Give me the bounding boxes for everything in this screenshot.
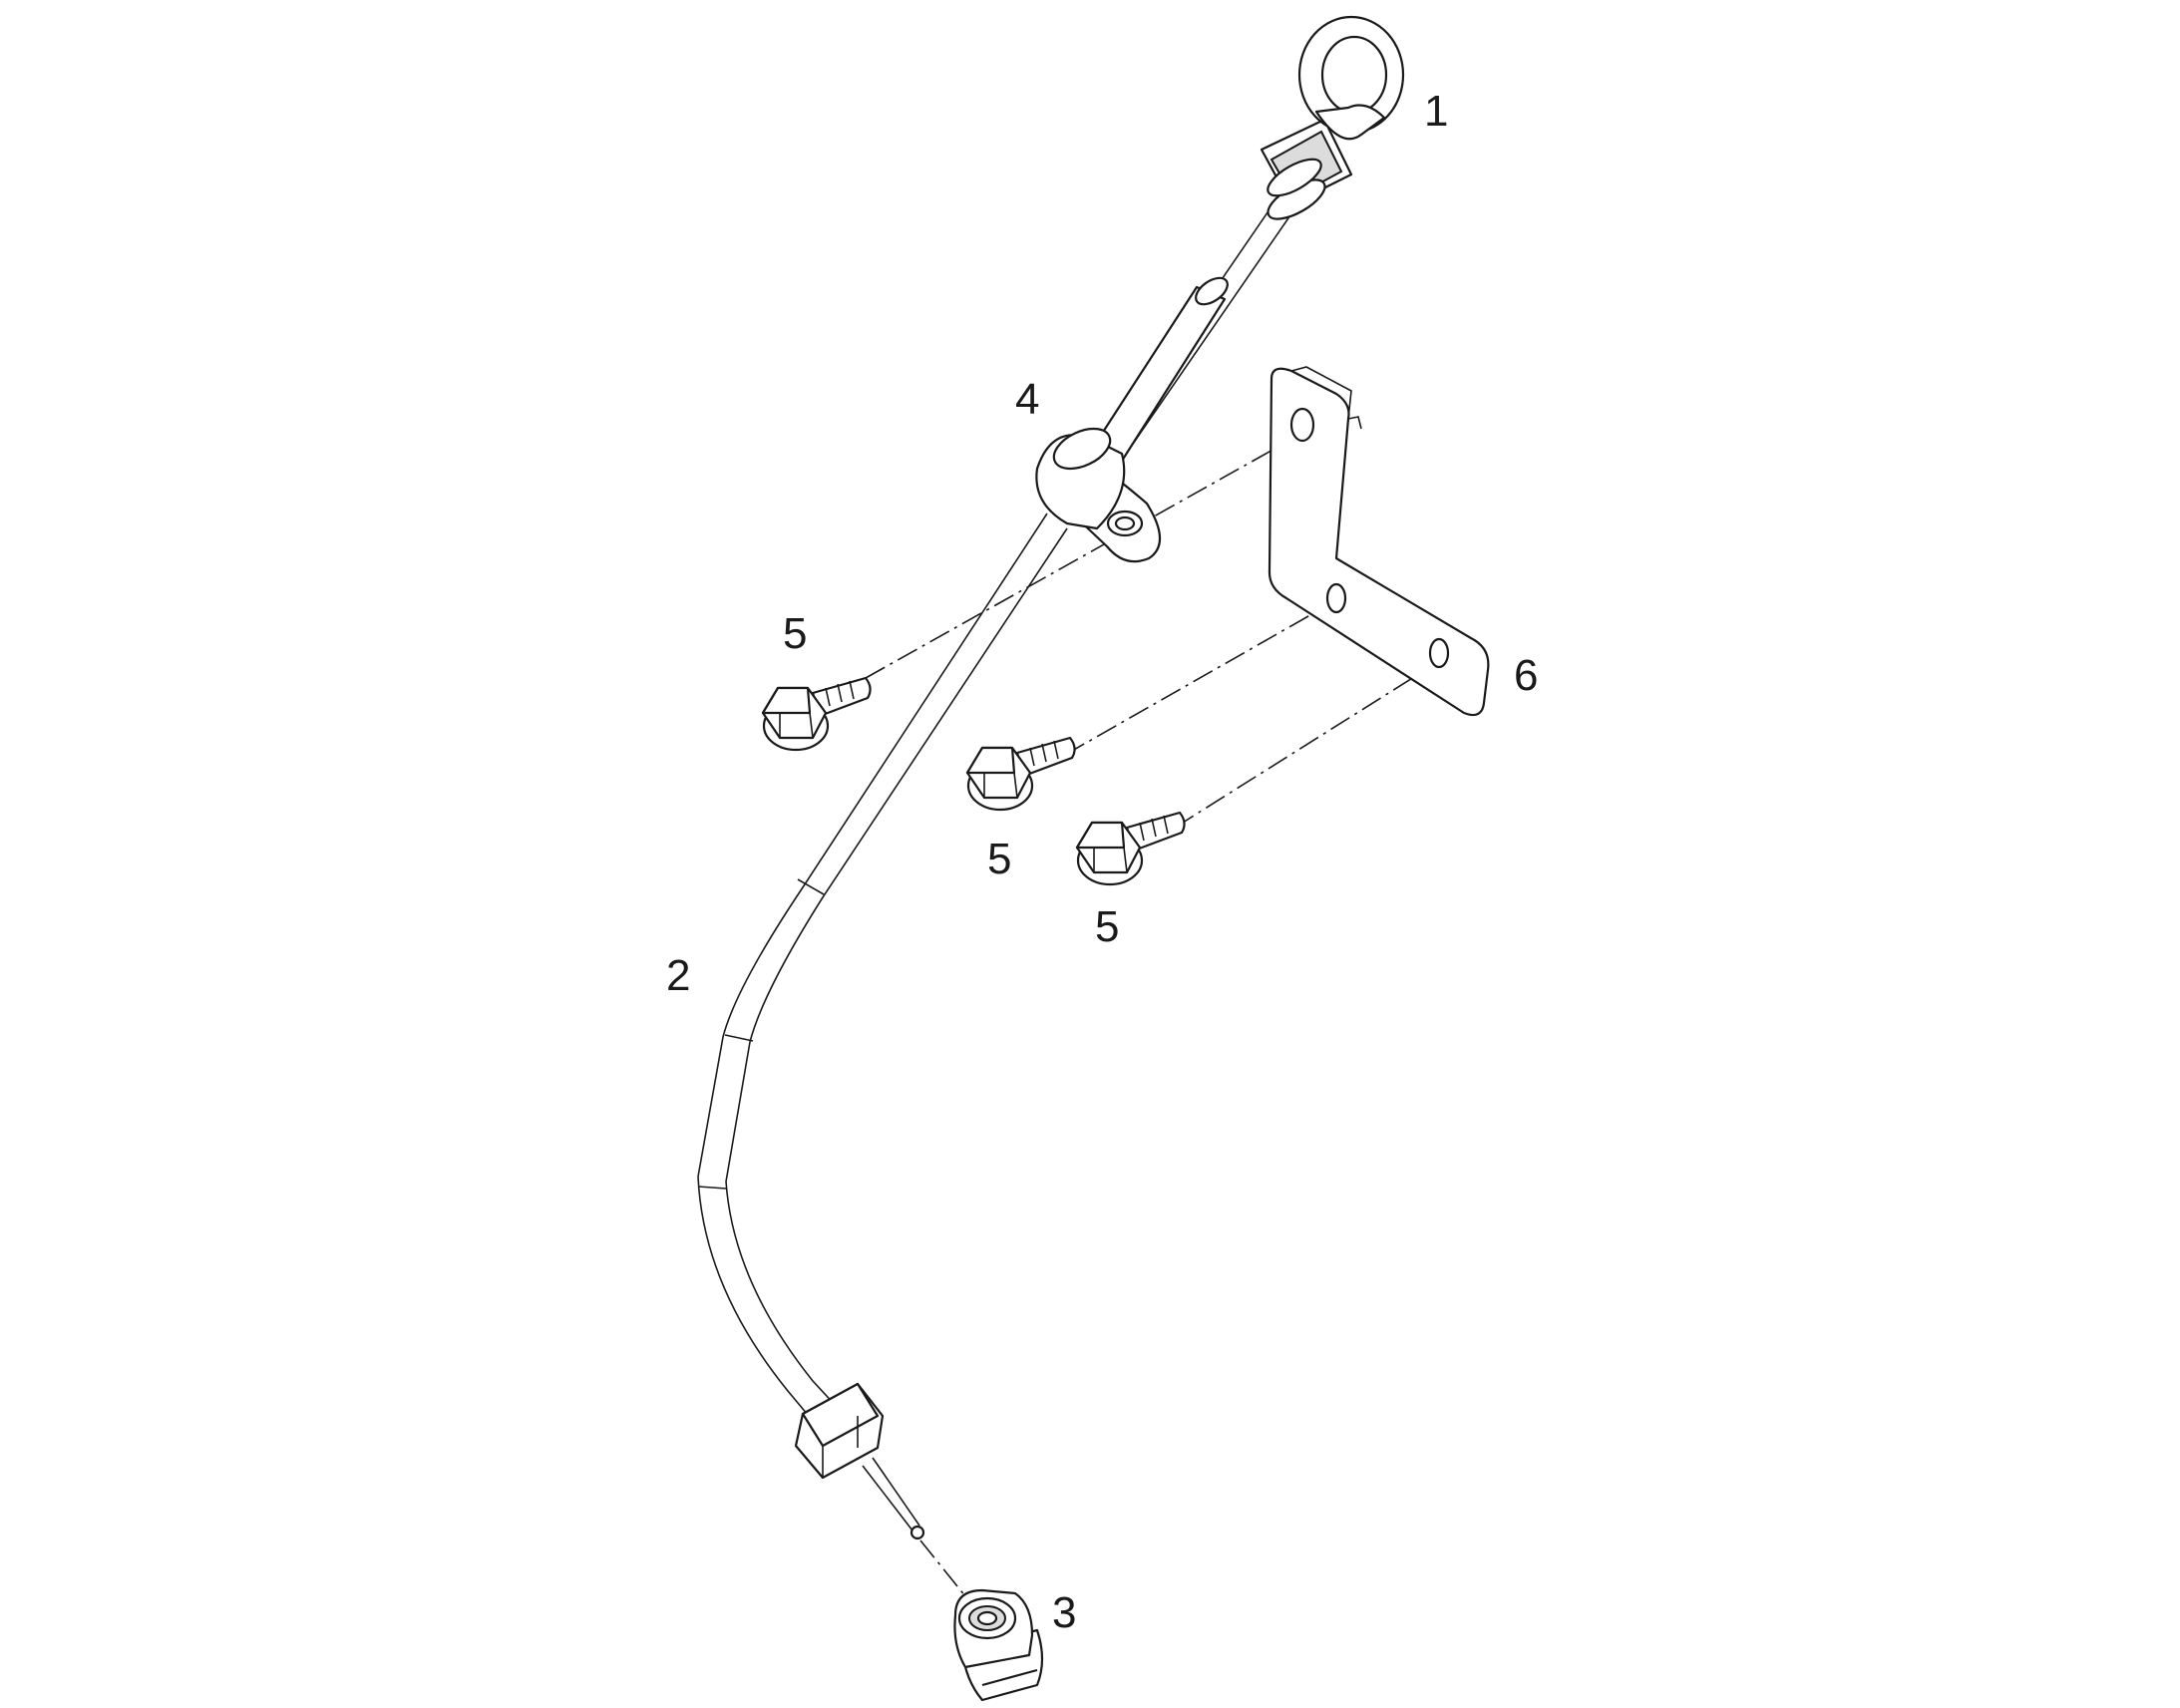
tube-mounting-clip-icon — [1035, 427, 1162, 563]
flange-bolt-icon — [1075, 811, 1186, 886]
callout-5-bottom: 5 — [1095, 902, 1119, 951]
callout-2: 2 — [666, 951, 690, 1000]
callout-1: 1 — [1424, 87, 1448, 136]
adapter-fitting-icon — [953, 1588, 1044, 1702]
tube-segment-mark — [724, 1034, 754, 1042]
leader-bolt-c-to-bracket — [1174, 659, 1442, 829]
leader-bolt-b-to-bracket — [1064, 599, 1337, 756]
tube-segment-mark — [697, 1186, 727, 1190]
callout-4: 4 — [1015, 375, 1039, 424]
l-bracket-icon — [1268, 366, 1490, 717]
flange-bolt-icon — [761, 676, 872, 752]
leader-bolt-a-to-bracket — [865, 433, 1302, 679]
callout-5-top: 5 — [783, 609, 807, 658]
tube-segment-mark — [797, 878, 825, 895]
dipstick-handle-icon — [1085, 15, 1405, 480]
dipstick-guide-tube-icon — [697, 512, 1068, 1540]
tube-end-nut — [794, 1382, 885, 1480]
flange-bolt-icon — [965, 736, 1076, 812]
callout-labels: 1 2 3 4 5 5 5 6 — [666, 87, 1538, 1637]
callout-5-middle: 5 — [987, 835, 1011, 883]
callout-3: 3 — [1052, 1588, 1076, 1637]
callout-6: 6 — [1514, 651, 1538, 700]
